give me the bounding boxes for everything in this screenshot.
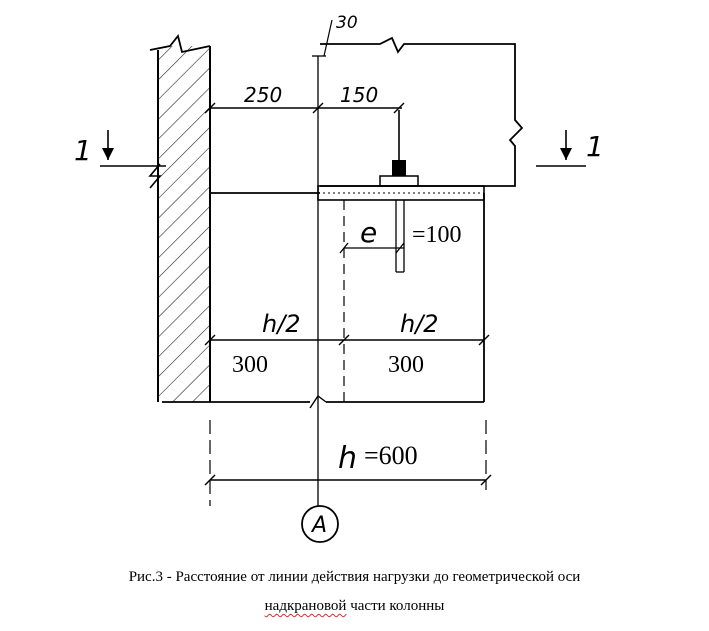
dim-30-label: 30 xyxy=(336,13,358,33)
half-left-label: h/2 xyxy=(262,310,301,338)
val-left-label: 300 xyxy=(232,352,268,378)
section-label-left: 1 xyxy=(74,134,92,167)
val-right-label: 300 xyxy=(388,352,424,378)
bearing-plate xyxy=(317,110,485,201)
dim-150-label: 150 xyxy=(340,83,378,107)
section-label-right: 1 xyxy=(586,130,604,163)
eccentricity-dimension xyxy=(339,200,405,273)
caption-word-rest: части колонны xyxy=(346,598,445,614)
axis-label: A xyxy=(310,513,327,538)
half-width-dimension xyxy=(204,334,490,346)
upper-column xyxy=(162,192,485,409)
ecc-letter: e xyxy=(360,216,377,249)
dim-250-label: 250 xyxy=(244,83,282,107)
h-value: =600 xyxy=(364,441,418,470)
h-letter: h xyxy=(338,441,357,476)
caption-word-misspelled: надкрановой xyxy=(264,598,347,614)
figure-caption-line2: надкрановой части колонны xyxy=(0,598,709,615)
upper-beam xyxy=(320,36,524,187)
axis-bubble xyxy=(301,505,339,543)
figure-caption-line1: Рис.3 - Расстояние от линии действия наг… xyxy=(128,569,581,585)
total-width-dimension xyxy=(204,420,492,506)
section-mark-left xyxy=(100,130,166,167)
column-section-drawing: 30 250 150 1 1 e =100 h/2 h/2 xyxy=(74,13,604,543)
dimension-250-150 xyxy=(204,100,405,116)
hatched-wall xyxy=(148,34,211,402)
half-right-label: h/2 xyxy=(400,310,439,338)
ecc-value: =100 xyxy=(412,222,462,248)
dimension-30 xyxy=(312,19,333,57)
section-mark-right xyxy=(536,130,586,167)
